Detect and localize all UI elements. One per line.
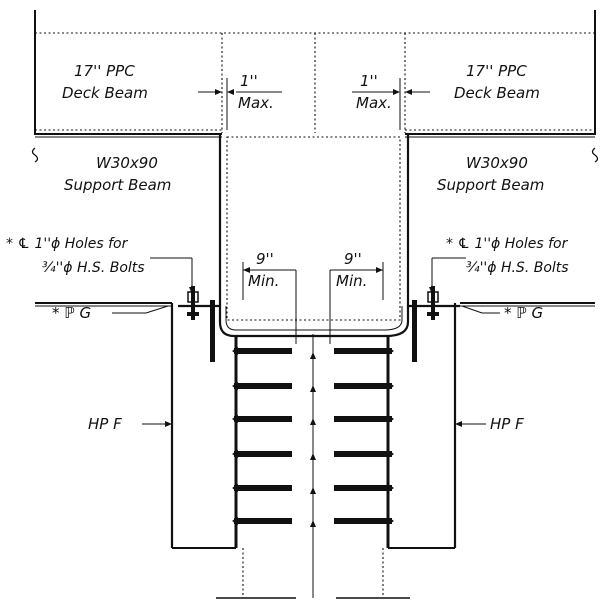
rebar-left xyxy=(234,451,292,457)
plate-right-label: * ℙ G xyxy=(504,304,543,322)
stiffener-left xyxy=(210,300,215,362)
rebar-right xyxy=(334,348,392,354)
rebar-right xyxy=(334,451,392,457)
deck-beam-right-name: Deck Beam xyxy=(454,84,540,102)
rebar-left xyxy=(234,416,292,422)
holes-left-line2: ¾''ϕ H.S. Bolts xyxy=(42,260,145,276)
rebar-left xyxy=(234,383,292,389)
cap-plate xyxy=(178,304,460,338)
plate-left-leader-2 xyxy=(145,305,169,314)
break-symbol-right xyxy=(591,147,599,163)
support-beam-right-size: W30x90 xyxy=(466,154,528,172)
min-right-value: 9'' xyxy=(344,250,362,268)
rebar-left xyxy=(234,348,292,354)
support-beam-left-size: W30x90 xyxy=(96,154,158,172)
rebar-hooks xyxy=(232,347,394,525)
min-left-note: Min. xyxy=(248,272,279,290)
gap-left-value: 1'' xyxy=(240,72,258,90)
stiffener-right xyxy=(412,300,417,362)
rebar-right xyxy=(334,383,392,389)
cap-dotted-outline xyxy=(226,136,401,321)
rebar-left xyxy=(234,518,292,524)
gap-right-value: 1'' xyxy=(360,72,378,90)
gap-left-note: Max. xyxy=(238,94,274,112)
rebar-right xyxy=(334,485,392,491)
plate-left-label: * ℙ G xyxy=(52,304,91,322)
rebar-left xyxy=(234,485,292,491)
gap-left-arrow-2 xyxy=(227,89,234,95)
min-left-arrow xyxy=(243,267,250,273)
min-left-value: 9'' xyxy=(256,250,274,268)
gap-right-arrow xyxy=(405,89,412,95)
deck-beam-left-size: 17'' PPC xyxy=(74,62,135,80)
gap-right-arrow-2 xyxy=(393,89,400,95)
rebar-right xyxy=(334,518,392,524)
deck-beam-left-name: Deck Beam xyxy=(62,84,148,102)
cap-plate-inner xyxy=(225,306,403,331)
holes-left-line1: * ℄ 1''ϕ Holes for xyxy=(6,236,129,252)
pile-right-label: HP F xyxy=(490,415,524,433)
holes-right-arrow xyxy=(429,287,435,294)
bolt-left xyxy=(187,286,199,320)
deck-beam-right-size: 17'' PPC xyxy=(466,62,527,80)
holes-right-line2: ¾''ϕ H.S. Bolts xyxy=(466,260,569,276)
holes-right-line1: * ℄ 1''ϕ Holes for xyxy=(446,236,569,252)
holes-left-arrow xyxy=(189,287,195,294)
support-beam-right-name: Support Beam xyxy=(437,176,544,194)
pile-left-label: HP F xyxy=(88,415,122,433)
gap-left-arrow xyxy=(215,89,222,95)
support-beam-left-name: Support Beam xyxy=(64,176,171,194)
centerline-arrows xyxy=(310,352,316,527)
pile-right-arrow xyxy=(455,421,462,427)
rebar-right xyxy=(334,416,392,422)
pile-left-arrow xyxy=(165,421,172,427)
plate-right-leader-2 xyxy=(461,305,483,314)
bolt-right xyxy=(427,286,439,320)
min-right-note: Min. xyxy=(336,272,367,290)
break-symbol-left xyxy=(31,147,39,163)
gap-right-note: Max. xyxy=(356,94,392,112)
min-right-arrow xyxy=(376,267,383,273)
reinforcing-bars xyxy=(232,347,394,525)
